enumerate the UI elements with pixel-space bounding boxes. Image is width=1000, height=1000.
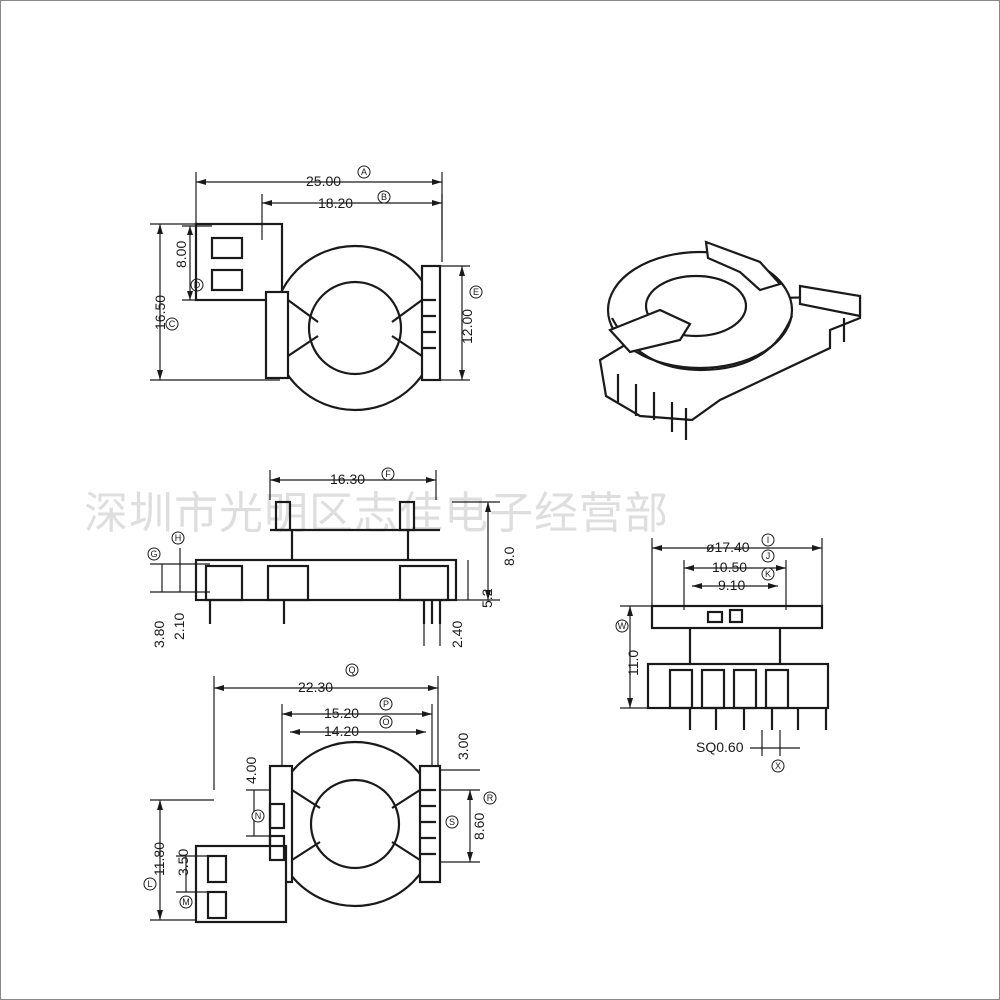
dim-top-right-height: 12.00 xyxy=(459,309,475,344)
tag-N: N xyxy=(255,811,262,821)
dim-bottom-overall-width: 22.30 xyxy=(298,679,333,695)
dim-side-total-height: 8.0 xyxy=(501,546,517,566)
dim-front-diameter: ø17.40 xyxy=(706,539,750,555)
tag-K: K xyxy=(765,569,771,579)
dim-bottom-inner-flange: 14.20 xyxy=(324,723,359,739)
dim-bottom-right-slot: 3.00 xyxy=(455,733,471,760)
dim-front-inner: 10.50 xyxy=(712,559,747,575)
isometric-view xyxy=(598,240,862,440)
tag-L: L xyxy=(147,879,152,889)
tag-A: A xyxy=(361,167,367,177)
dim-side-top-width: 16.30 xyxy=(330,471,365,487)
dim-top-height: 16.50 xyxy=(152,295,168,330)
tag-C: C xyxy=(169,319,176,329)
dim-side-pin-pitch: 2.40 xyxy=(449,621,465,648)
watermark-text: 深圳市光明区志佳电子经营部 xyxy=(84,488,669,539)
dim-bottom-slot-height: 4.00 xyxy=(243,757,259,784)
front-view: ø17.40 I 10.50 J 9.10 K xyxy=(615,533,830,773)
tag-F: F xyxy=(385,469,391,479)
tag-D: D xyxy=(194,280,201,290)
dim-bottom-left-height: 11.80 xyxy=(151,842,167,876)
dim-bottom-outer-flange: 15.20 xyxy=(324,705,359,721)
tag-P: P xyxy=(383,699,389,709)
dim-top-slot-pitch: 8.00 xyxy=(173,241,189,268)
tag-S: S xyxy=(449,817,455,827)
bottom-view: 22.30 Q 15.20 P 14.20 O 4.00 N xyxy=(143,663,497,924)
tag-R: R xyxy=(487,793,494,803)
dim-front-height: 11.0 xyxy=(625,650,641,676)
tag-G: G xyxy=(150,549,157,559)
tag-I: I xyxy=(767,535,770,545)
tag-O: O xyxy=(382,717,389,727)
dim-bottom-left-slot: 3.50 xyxy=(175,849,191,876)
dim-side-pin-height: 5.2 xyxy=(479,588,495,608)
tag-J: J xyxy=(766,551,771,561)
dim-top-flange-width: 18.20 xyxy=(318,195,353,211)
dim-side-base-height: 2.10 xyxy=(171,613,187,640)
tag-B: B xyxy=(381,192,387,202)
dim-side-left-depth: 3.80 xyxy=(151,621,167,648)
dim-top-overall-width: 25.00 xyxy=(306,173,341,189)
tag-M: M xyxy=(182,897,190,907)
dim-front-pin-square: SQ0.60 xyxy=(696,739,744,755)
dim-bottom-right-height: 8.60 xyxy=(471,813,487,840)
dim-front-core: 9.10 xyxy=(718,577,745,593)
tag-E: E xyxy=(473,287,479,297)
top-view: 25.00 A 18.20 B 16.50 C 8.00 D xyxy=(150,165,483,412)
side-view: 16.30 F G H 3.80 2.10 8.0 5. xyxy=(147,467,517,648)
tag-Q: Q xyxy=(348,665,355,675)
tag-W: W xyxy=(618,621,627,631)
tag-X: X xyxy=(775,761,781,771)
tag-H: H xyxy=(175,533,182,543)
